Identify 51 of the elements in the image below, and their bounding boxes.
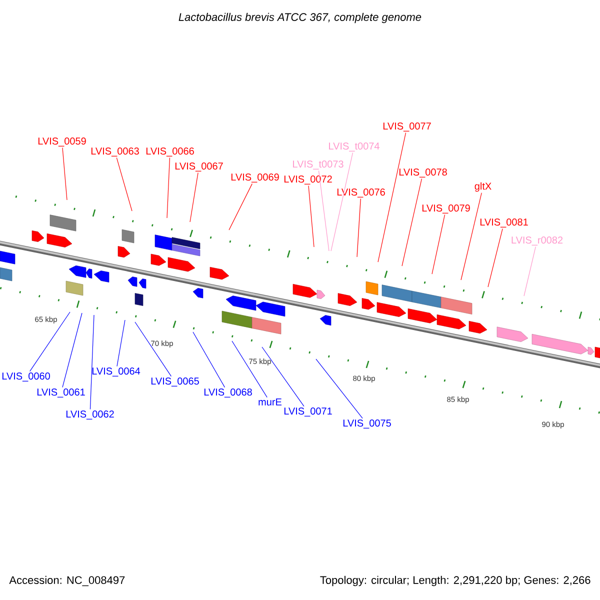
leader-line — [524, 246, 536, 296]
leader-line — [30, 312, 70, 372]
gene-label: LVIS_0063 — [91, 148, 139, 156]
gene-label: LVIS_0068 — [204, 388, 252, 398]
gene-label: LVIS_0060 — [2, 372, 50, 382]
title: Lactobacillus brevis ATCC 367, complete genome — [178, 12, 422, 24]
leader-line — [316, 358, 363, 419]
leader-line — [262, 346, 304, 407]
gene-label: LVIS_0069 — [231, 174, 279, 182]
gene-label: murE — [258, 398, 282, 406]
gene-label: LVIS_0077 — [383, 122, 431, 132]
gene-label: LVIS_0081 — [480, 218, 528, 228]
leader-line — [62, 312, 82, 388]
leader-line — [134, 322, 172, 377]
gene-label: LVIS_0072 — [284, 176, 332, 184]
leader-line — [166, 157, 170, 218]
gene-label: LVIS_t0073 — [293, 160, 344, 170]
leader-line — [190, 172, 198, 222]
leader-line — [460, 192, 482, 280]
leader-line — [356, 198, 361, 258]
accession-text: Accession: NC_008497 — [9, 576, 125, 586]
leader-line — [232, 340, 268, 398]
gene-label: LVIS_t0074 — [329, 142, 380, 152]
gene-label: LVIS_0065 — [151, 378, 199, 386]
leader-line — [116, 157, 132, 212]
leader-line — [308, 185, 314, 248]
leader-line — [62, 147, 68, 200]
gene-label: LVIS_0062 — [66, 410, 114, 420]
gene-label: LVIS_0079 — [422, 204, 470, 214]
genome-info-text: Topology: circular; Length: 2,291,220 bp; Genes: 2,266 — [320, 576, 590, 586]
leader-line — [90, 314, 94, 410]
leader-line — [432, 214, 446, 274]
leader-line — [330, 152, 354, 252]
gene-label: LVIS_0066 — [146, 148, 194, 156]
leader-line — [228, 183, 252, 230]
gene-label: LVIS_0064 — [92, 368, 140, 376]
leader-line — [488, 228, 503, 288]
leader-line — [402, 178, 422, 266]
gene-label: LVIS_r0082 — [512, 236, 563, 246]
leader-line — [116, 320, 126, 367]
gene-label: LVIS_0067 — [175, 162, 223, 172]
gene-label: LVIS_0076 — [337, 188, 385, 198]
gene-label: LVIS_0078 — [399, 168, 447, 178]
leader-line — [192, 332, 226, 388]
gene-label: LVIS_0059 — [38, 138, 86, 146]
leader-line — [378, 132, 406, 262]
gene-label: gltX — [474, 182, 492, 192]
gene-label: LVIS_0071 — [284, 408, 332, 416]
gene-label: LVIS_0061 — [37, 388, 85, 398]
leader-line — [318, 170, 330, 252]
gene-label: LVIS_0075 — [343, 420, 391, 428]
